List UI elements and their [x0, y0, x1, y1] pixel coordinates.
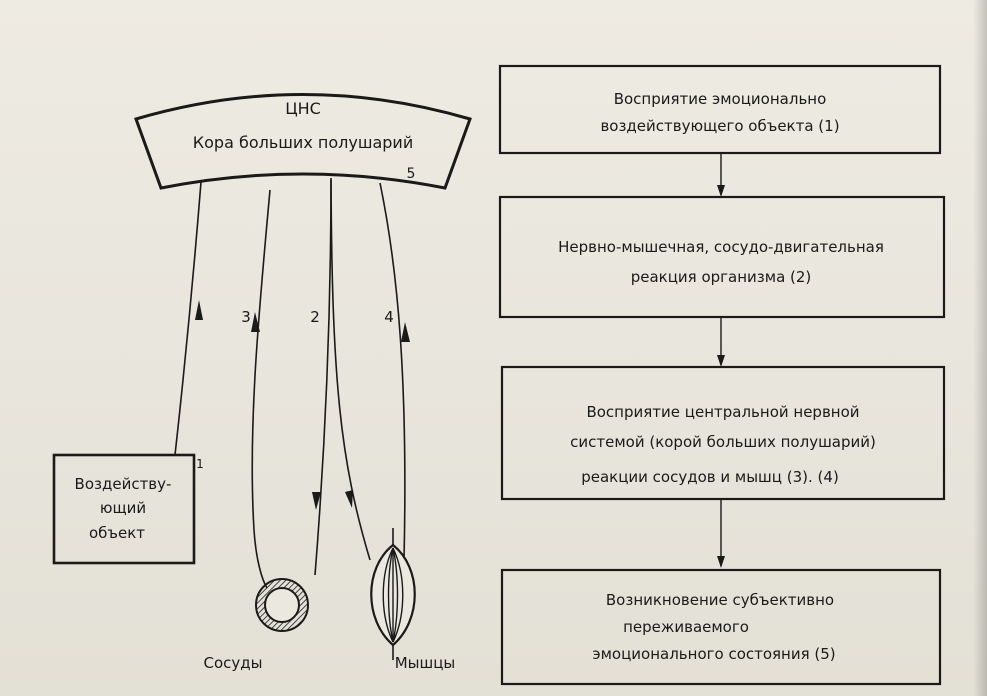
vessel-afferent-path-3-arrow — [251, 312, 260, 332]
flow-box-2-line-1: Нервно-мышечная, сосудо-двигательная — [558, 238, 884, 256]
cns-number: 5 — [407, 166, 416, 182]
efferent-path-2-to-muscles — [330, 179, 371, 561]
stimulus-label-line-1: Воздейству- — [75, 475, 172, 493]
afferent-path-1-arrow — [195, 300, 203, 320]
flow-box-4-line-1: Возникновение субъективно — [606, 591, 834, 609]
muscle-afferent-path-4-arrow — [401, 322, 410, 342]
blood-vessel-icon — [255, 578, 309, 632]
path-label-4: 4 — [384, 308, 394, 326]
vessel-afferent-path-3 — [251, 189, 271, 589]
cns-subtitle: Кора больших полушарий — [193, 133, 413, 152]
flow-arrow-3-4-head — [717, 556, 725, 568]
stimulus-number: 1 — [196, 457, 204, 471]
flow-box-2 — [498, 195, 946, 319]
cns-cortex-block — [134, 93, 472, 190]
stimulus-label-line-2: ющий — [100, 499, 146, 517]
page-edge-shadow — [973, 0, 987, 696]
muscle-icon — [370, 528, 416, 660]
flow-box-2-line-2: реакция организма (2) — [631, 268, 812, 286]
stimulus-box — [52, 453, 196, 565]
flow-arrow-2-3-head — [717, 355, 725, 367]
muscle-afferent-path-4 — [379, 182, 406, 561]
flow-box-3-line-3: реакции сосудов и мышц (3). (4) — [581, 468, 839, 486]
flow-box-4-line-2: переживаемого — [623, 618, 749, 636]
cns-title: ЦНС — [285, 99, 321, 118]
efferent-path-2-vessel-arrow — [312, 492, 321, 510]
flow-arrow-1-2-head — [717, 185, 725, 197]
stimulus-label-line-3: объект — [89, 524, 145, 542]
afferent-path-1 — [174, 181, 202, 456]
efferent-path-2-muscle-arrow — [345, 490, 353, 508]
path-label-3: 3 — [241, 308, 251, 326]
flow-box-4 — [500, 568, 942, 686]
flow-box-4-line-3: эмоционального состояния (5) — [592, 645, 835, 663]
efferent-path-2-to-vessels — [314, 177, 332, 576]
flow-box-1-line-2: воздействующего объекта (1) — [600, 117, 839, 135]
path-label-2: 2 — [310, 308, 320, 326]
vessels-label: Сосуды — [204, 654, 263, 672]
flow-box-3-line-1: Восприятие центральной нервной — [586, 403, 859, 421]
flow-box-1 — [498, 64, 942, 155]
muscles-label: Мышцы — [395, 654, 456, 672]
flow-box-1-line-1: Восприятие эмоционально — [614, 90, 827, 108]
flow-box-3 — [500, 365, 946, 501]
flow-box-3-line-2: системой (корой больших полушарий) — [570, 433, 876, 451]
